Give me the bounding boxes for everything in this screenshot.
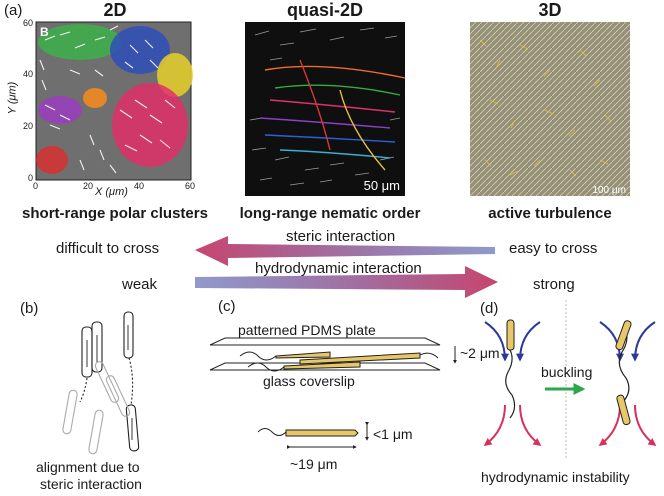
panel-b-drawing	[62, 311, 140, 455]
plot-2d-inset-letter: B	[40, 25, 49, 39]
bacterium-width-label: <1 μm	[373, 426, 413, 442]
polar-cluster-red	[36, 146, 68, 174]
plot-2d-x-tick: 40	[134, 181, 145, 191]
panel-b-label: (b)	[20, 300, 39, 317]
caption-quasi-2d: long-range nematic order	[239, 205, 421, 222]
panel-c-drawing	[209, 337, 457, 449]
image-quasi-2d: 50 μm	[245, 22, 406, 196]
polar-cluster-purple	[38, 96, 82, 124]
bacterium-length-label: ~19 μm	[290, 456, 338, 472]
plot-2d-y-label: Y (μm)	[6, 81, 19, 115]
scale-bar-quasi2d-label: 50 μm	[364, 178, 400, 193]
hydro-right-label: strong	[533, 276, 575, 293]
steric-interaction-label: steric interaction	[286, 228, 396, 245]
steric-left-label: difficult to cross	[56, 240, 160, 257]
plot-2d-x-tick: 20	[83, 181, 94, 191]
bacteria-arrows-2d	[39, 25, 176, 174]
hydro-arrow	[195, 266, 498, 298]
panel-a-label: (a)	[4, 2, 23, 19]
hydro-left-label: weak	[122, 276, 158, 293]
plot-2d	[35, 21, 193, 181]
column-header-quasi-2d: quasi-2D	[286, 0, 364, 20]
plot-2d-y-tick: 60	[23, 18, 34, 28]
panel-b-caption-line1: alignment due to	[36, 459, 140, 475]
column-header-2d: 2D	[103, 0, 127, 20]
panel-d-label: (d)	[480, 300, 499, 317]
gap-height-label: ~2 μm	[460, 345, 500, 361]
plot-2d-x-tick: 60	[185, 181, 196, 191]
scale-bar-3d-label: 100 μm	[592, 185, 626, 196]
top-plate-label: patterned PDMS plate	[238, 322, 376, 338]
bottom-plate-label: glass coverslip	[263, 373, 355, 389]
panel-c-label: (c)	[218, 298, 236, 315]
polar-cluster-pink	[112, 83, 188, 167]
panel-d-caption: hydrodynamic instability	[481, 469, 630, 485]
plot-2d-y-tick: 40	[23, 69, 34, 79]
polar-cluster-green	[38, 24, 122, 60]
column-header-3d: 3D	[538, 0, 562, 20]
plot-2d-y-tick: 0	[28, 173, 34, 183]
polar-cluster-yellow	[157, 53, 193, 97]
buckling-label: buckling	[541, 364, 593, 380]
steric-arrow	[195, 236, 495, 266]
caption-2d: short-range polar clusters	[22, 205, 208, 222]
polar-cluster-orange	[83, 88, 107, 108]
steric-right-label: easy to cross	[509, 240, 598, 257]
hydro-interaction-label: hydrodynamic interaction	[255, 260, 422, 277]
image-3d: 100 μm	[470, 22, 630, 196]
panel-b-caption-line2: steric interaction	[40, 476, 142, 492]
caption-3d: active turbulence	[488, 205, 612, 222]
plot-2d-x-tick: 0	[33, 181, 39, 191]
plot-2d-x-label: X (μm)	[95, 186, 128, 198]
panel-d-drawing	[483, 300, 657, 458]
plot-2d-y-tick: 20	[23, 121, 34, 131]
